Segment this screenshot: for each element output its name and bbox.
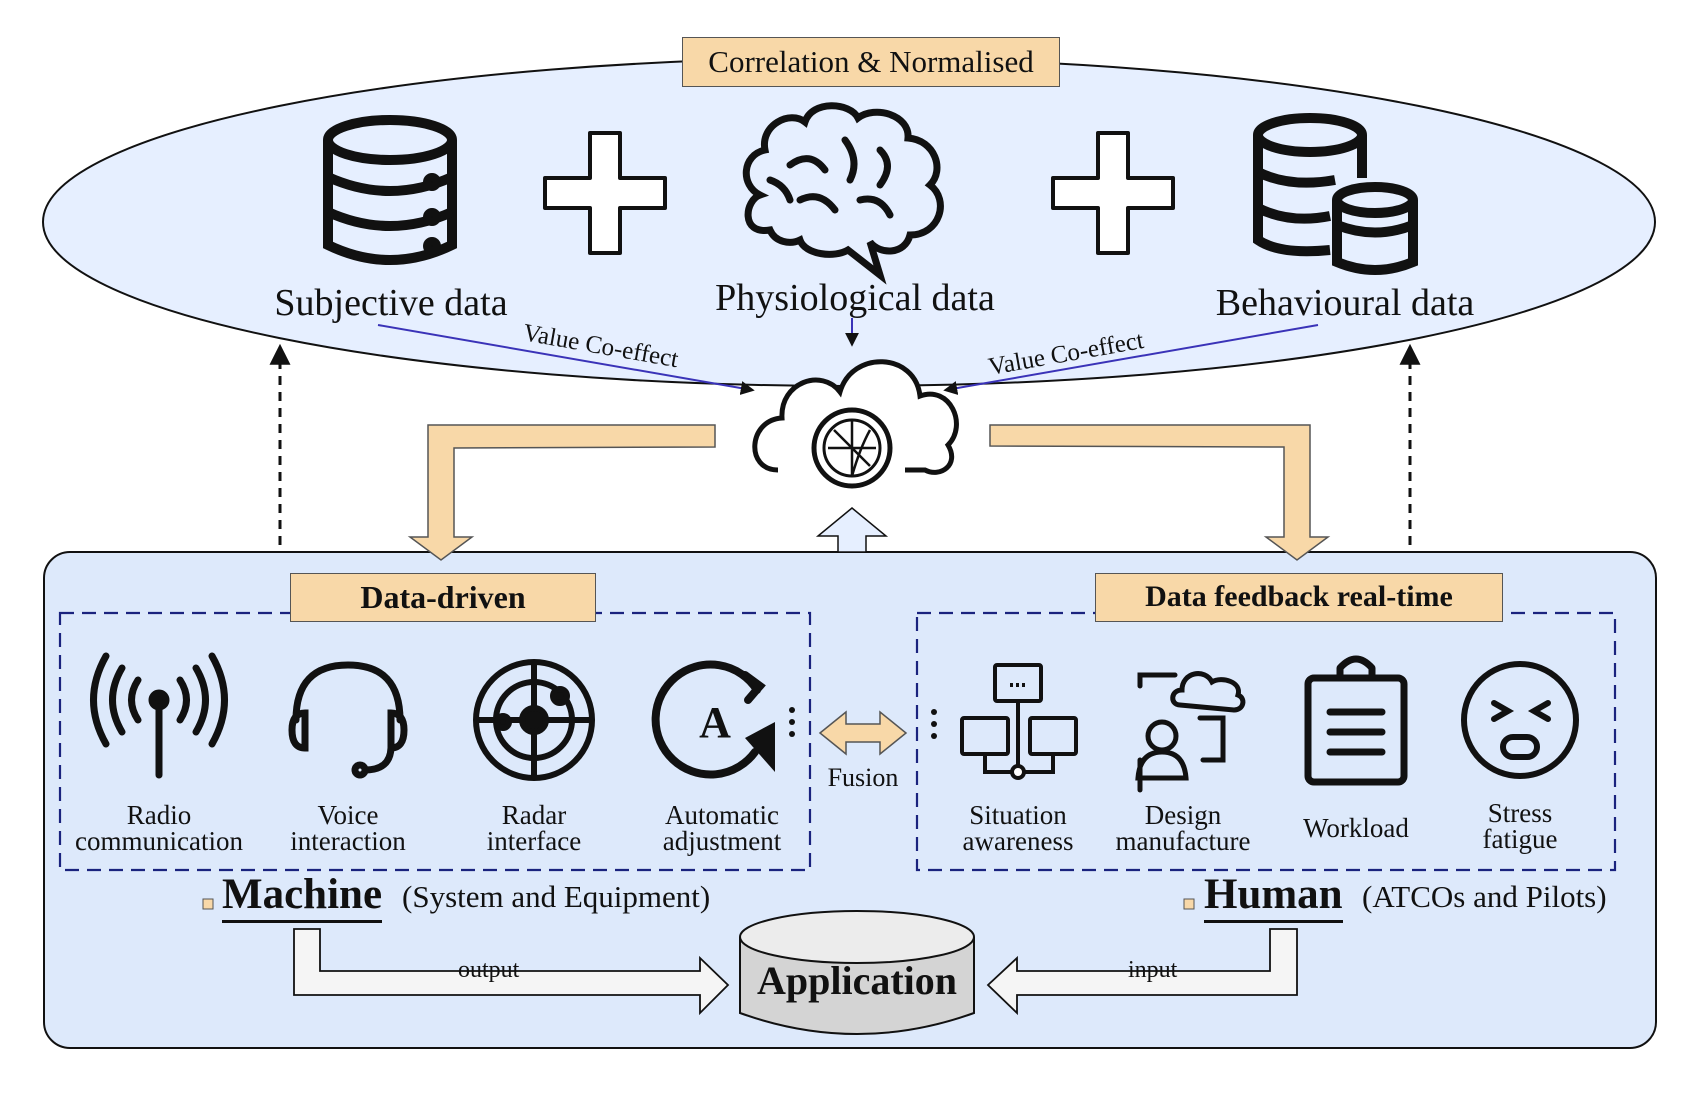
stressed-face-icon <box>1461 661 1579 779</box>
subjective-link <box>377 324 755 395</box>
application-label: Application <box>756 958 958 1003</box>
up-arrow <box>815 507 889 553</box>
physiological-label: Physiological data <box>715 277 995 319</box>
human-subtitle: (ATCOs and Pilots) <box>1362 879 1607 914</box>
brain-icon <box>742 102 944 285</box>
clipboard-icon <box>1304 655 1408 786</box>
data-driven-title: Data-driven <box>290 573 596 622</box>
plus-icon-1 <box>543 131 667 255</box>
human-title: Human <box>1204 870 1343 923</box>
behavioural-link <box>943 324 1319 395</box>
output-arrow <box>293 928 730 1016</box>
correlation-title: Correlation & Normalised <box>682 37 1060 87</box>
fusion-label: Fusion <box>827 763 899 792</box>
machine-subtitle: (System and Equipment) <box>402 879 711 914</box>
fusion-arrow <box>818 710 908 756</box>
subjective-label: Subjective data <box>274 282 508 324</box>
auto-adjust-icon: A <box>651 660 795 779</box>
human-bullet <box>1183 898 1195 910</box>
right-orange-arrow <box>989 424 1331 561</box>
application-cylinder <box>739 910 975 1035</box>
svg-text:A: A <box>699 698 731 747</box>
input-arrow <box>986 928 1298 1016</box>
dual-database-icon <box>1253 113 1418 275</box>
user-cloud-icon <box>1135 671 1246 793</box>
data-feedback-title: Data feedback real-time <box>1095 573 1503 622</box>
machine-bullet <box>202 898 214 910</box>
right-dashed-box <box>915 611 1617 872</box>
plus-icon-2 <box>1051 131 1175 255</box>
database-icon <box>323 115 457 265</box>
workload-label: Workload <box>1303 813 1409 843</box>
headset-icon <box>288 661 408 779</box>
machine-title: Machine <box>222 870 383 923</box>
left-orange-arrow <box>407 424 716 561</box>
cloud-globe-icon <box>752 359 959 489</box>
behavioural-label: Behavioural data <box>1215 282 1475 324</box>
antenna-icon <box>90 652 228 779</box>
input-label: input <box>1128 957 1178 983</box>
output-label: output <box>458 957 520 983</box>
network-icon <box>960 663 1078 780</box>
radar-icon <box>473 659 595 781</box>
